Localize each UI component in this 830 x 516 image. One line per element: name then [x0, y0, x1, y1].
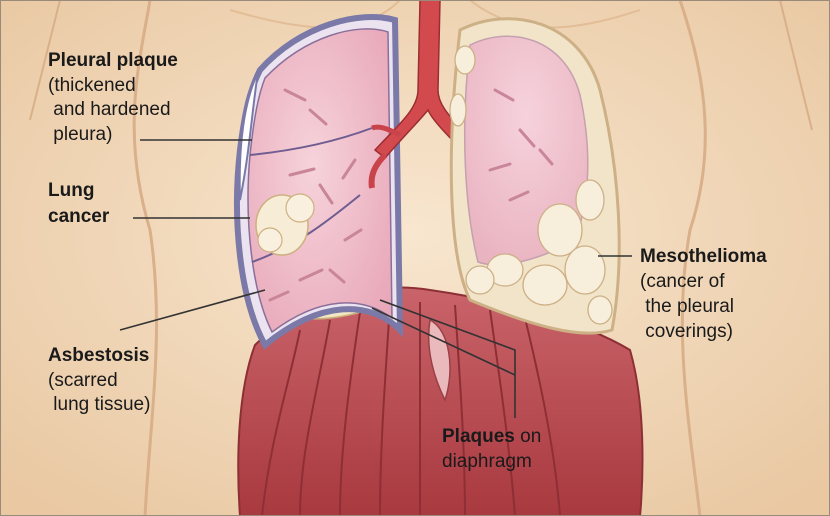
plaques-diaphragm-title: Plaques	[442, 426, 515, 447]
mesothelioma-desc-2: the pleural	[640, 296, 734, 318]
asbestosis-label: Asbestosis	[48, 345, 149, 367]
plaques-diaphragm-suffix: on	[515, 426, 541, 447]
lung-cancer-label-2: cancer	[48, 206, 109, 228]
asbestosis-desc-2: lung tissue)	[48, 394, 150, 416]
pleural-plaque-desc-2: and hardened	[48, 99, 171, 121]
plaques-diaphragm-label: Plaques on	[442, 426, 541, 448]
mesothelioma-title: Mesothelioma	[640, 246, 767, 267]
pleural-plaque-title: Pleural plaque	[48, 50, 178, 71]
pleural-plaque-desc-1: (thickened	[48, 75, 136, 97]
lung-cancer-label: Lung	[48, 180, 94, 202]
mesothelioma-desc-3: coverings)	[640, 321, 733, 343]
lung-cancer-title-2: cancer	[48, 206, 109, 227]
mesothelioma-label: Mesothelioma	[640, 246, 767, 268]
plaques-diaphragm-desc: diaphragm	[442, 451, 532, 473]
asbestosis-title: Asbestosis	[48, 345, 149, 366]
mesothelioma-desc-1: (cancer of	[640, 271, 724, 293]
lung-cancer-title-1: Lung	[48, 180, 94, 201]
asbestosis-desc-1: (scarred	[48, 370, 118, 392]
pleural-plaque-desc-3: pleura)	[48, 124, 112, 146]
pleural-plaque-label: Pleural plaque	[48, 50, 178, 72]
left-lung	[237, 17, 400, 345]
